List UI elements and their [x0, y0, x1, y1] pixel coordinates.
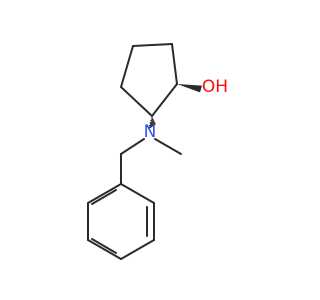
- ring-bond-c5-c1: [171, 43, 178, 85]
- bond-nitrogen-methyl: [154, 138, 182, 155]
- phenyl-ring: [87, 183, 155, 260]
- molecule-structure: OH N: [87, 43, 228, 260]
- hashed-wedge-bond-c2-nitrogen: [148, 116, 156, 130]
- phenyl-bond-4: [87, 239, 122, 260]
- phenyl-inner-double-bond-3: [91, 189, 117, 205]
- phenyl-bond-1: [120, 183, 155, 204]
- ring-bond-c3-c4: [120, 45, 134, 88]
- ring-bond-c1-c2: [151, 83, 178, 117]
- ring-bond-c4-c5: [132, 43, 173, 47]
- phenyl-bond-6: [87, 183, 122, 204]
- phenyl-bond-3: [120, 239, 155, 260]
- ring-bond-c2-c3: [120, 86, 153, 117]
- phenyl-inner-double-bond-2: [91, 238, 117, 254]
- nitrogen-label: N: [144, 122, 157, 142]
- bond-nitrogen-benzyl-ch2: [120, 138, 145, 155]
- cyclopentane-ring: [120, 43, 178, 117]
- hydroxyl-label: OH: [202, 77, 228, 97]
- wedge-bond-c1-oxygen: [177, 84, 202, 93]
